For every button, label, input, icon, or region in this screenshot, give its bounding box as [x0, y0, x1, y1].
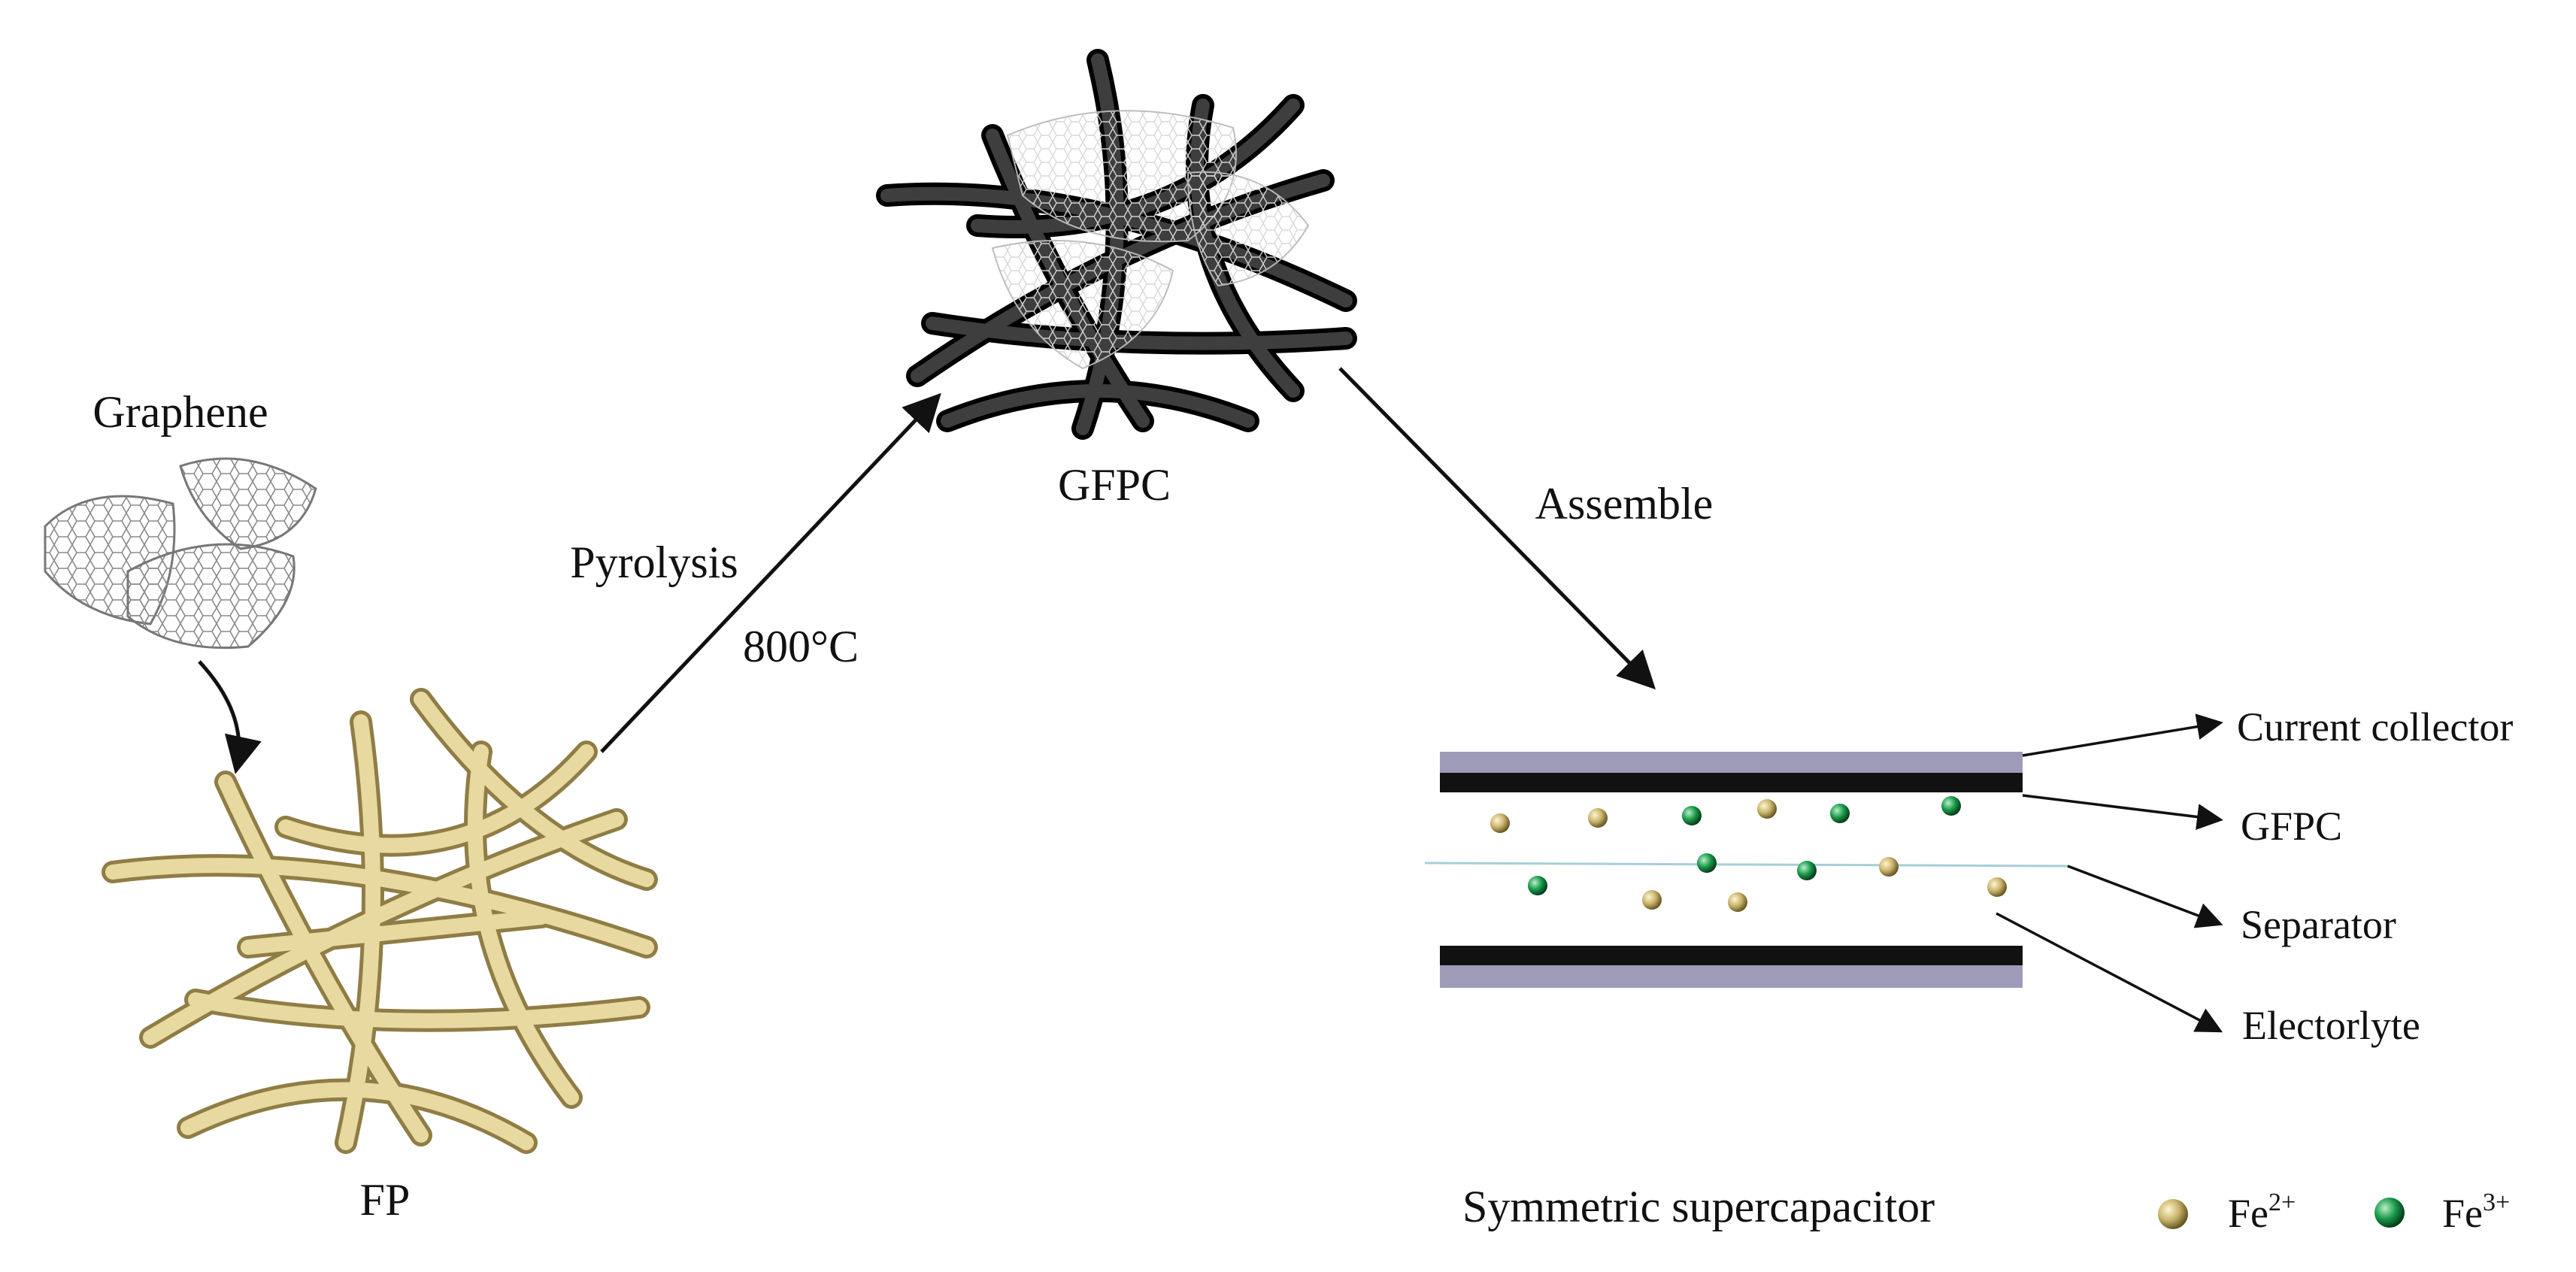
fe3-ion [1830, 804, 1850, 823]
fe2-ion [1879, 857, 1899, 877]
fiber-paper-icon [102, 688, 658, 1154]
fp-label: FP [360, 1175, 411, 1225]
gfpc-layer-label: GFPC [2241, 804, 2342, 849]
fe2-ion [1987, 877, 2007, 897]
graphene-sheets-icon [44, 457, 317, 650]
fe3-ion [1682, 806, 1702, 825]
gfpc-pointer [2022, 794, 2223, 830]
electrolyte-label: Electorlyte [2242, 1003, 2420, 1048]
pyrolysis-label: Pyrolysis [570, 538, 738, 587]
fe2-ion [1642, 890, 1662, 910]
separator-label: Separator [2241, 902, 2396, 947]
fe2-ion [1757, 799, 1777, 819]
graphene-to-fp-arrow [198, 660, 262, 774]
fe3-legend-label: Fe3+ [2442, 1189, 2510, 1236]
fe3-ion [1941, 796, 1961, 816]
legend: Fe2+ Fe3+ [2158, 1189, 2510, 1236]
graphene-label: Graphene [92, 387, 268, 437]
electrolyte-pointer [1996, 912, 2223, 1033]
gfpc-label: GFPC [1058, 460, 1171, 510]
separator-pointer [2067, 865, 2223, 928]
current-collector-pointer [2022, 713, 2223, 757]
fe2-legend-label: Fe2+ [2228, 1189, 2296, 1236]
gfpc-electrode-top [1440, 773, 2023, 792]
separator-line [1424, 862, 2068, 868]
supercapacitor-schematic [1424, 752, 2068, 988]
current-collector-top [1440, 752, 2023, 773]
current-collector-label: Current collector [2237, 704, 2513, 750]
fe2-ion [1728, 892, 1747, 912]
carbonized-fiber-icon [876, 49, 1357, 440]
current-collector-bottom [1440, 965, 2023, 988]
fe3-ion [1797, 861, 1817, 880]
assemble-arrow [1338, 367, 1656, 690]
pyrolysis-arrow [600, 392, 941, 753]
fe2-ion [1588, 808, 1608, 828]
fe3-ion [1697, 853, 1717, 873]
temperature-label: 800°C [743, 622, 859, 671]
symmetric-supercapacitor-label: Symmetric supercapacitor [1462, 1182, 1935, 1231]
fe3-ion [1528, 876, 1547, 895]
fe2-ion [1490, 813, 1510, 833]
fe3-legend-icon [2374, 1198, 2405, 1228]
assemble-label: Assemble [1535, 479, 1714, 528]
gfpc-electrode-bottom [1440, 946, 2023, 965]
fe2-legend-icon [2158, 1199, 2188, 1229]
